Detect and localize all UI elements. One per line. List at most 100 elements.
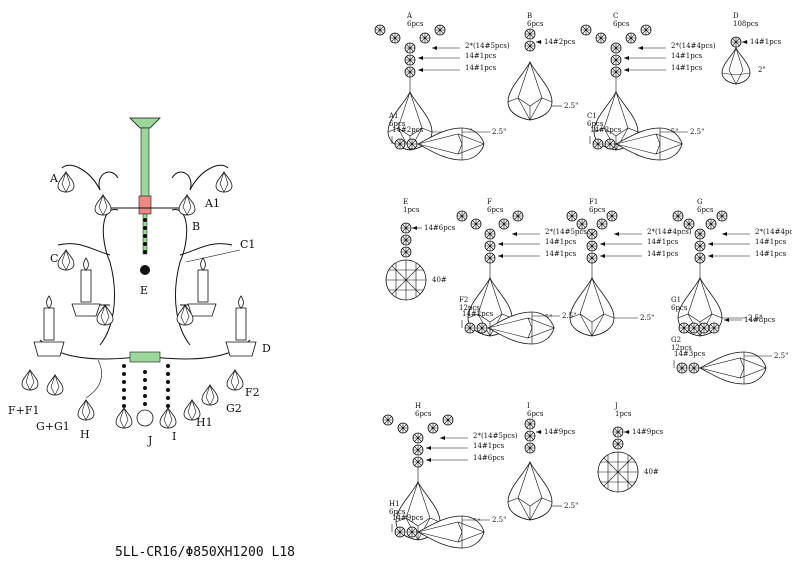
part-note: 14#9pcs: [632, 428, 664, 436]
part-size: 2.5": [564, 102, 578, 110]
part-note: 14#1pcs: [750, 38, 782, 46]
part-note: 14#1pcs: [545, 250, 577, 258]
part-note: 14#1pcs: [647, 238, 679, 246]
part-label: D: [733, 12, 739, 20]
label-h: H: [80, 428, 90, 441]
part-size: 2.5": [492, 516, 506, 524]
part-label: J: [614, 402, 618, 410]
part-size: 2.5": [562, 312, 576, 320]
part-note: 2*(14#4pcs): [671, 42, 716, 50]
label-a1: A1: [204, 197, 220, 210]
part-note: 14#1pcs: [671, 64, 703, 72]
part-size: 2.5": [492, 128, 506, 136]
part-note: 14#2pcs: [392, 126, 424, 134]
part-size: 2": [758, 66, 766, 74]
part-label: F1: [589, 198, 598, 206]
part-size: 40#: [432, 276, 447, 284]
part-note: 2*(14#5pcs): [545, 228, 590, 236]
part-note: 14#2pcs: [590, 126, 622, 134]
part-qty: 108pcs: [733, 20, 759, 28]
part-size: 2.5": [640, 314, 654, 322]
part-size: 2.5": [564, 502, 578, 510]
part-note: 2*(14#5pcs): [473, 432, 518, 440]
part-qty: 6pcs: [415, 410, 432, 418]
part-note: 14#1pcs: [755, 250, 787, 258]
part-label: C: [613, 12, 618, 20]
part-note: 2*(14#4pcs): [647, 228, 692, 236]
part-label: G: [697, 198, 703, 206]
part-note: 14#8pcs: [744, 316, 776, 324]
part-qty: 6pcs: [671, 304, 688, 312]
part-qty: 1pcs: [403, 206, 420, 214]
part-size: 40#: [644, 468, 659, 476]
part-note: 14#2pcs: [544, 38, 576, 46]
part-note: 14#1pcs: [755, 238, 787, 246]
part-label: G1: [671, 296, 681, 304]
part-qty: 12pcs: [671, 344, 692, 352]
label-f-f1: F+F1: [8, 404, 39, 417]
part-qty: 6pcs: [389, 120, 406, 128]
label-j: J: [147, 434, 152, 447]
label-e: E: [140, 284, 148, 297]
part-qty: 6pcs: [613, 20, 630, 28]
part-note: 14#1pcs: [465, 52, 497, 60]
part-note: 14#1pcs: [671, 52, 703, 60]
part-label: A: [406, 12, 413, 20]
part-label: B: [527, 12, 532, 20]
part-qty: 6pcs: [697, 206, 714, 214]
part-note: 14#6pcs: [473, 454, 505, 462]
part-label: A1: [388, 112, 399, 120]
label-g2: G2: [226, 402, 242, 415]
label-h1: H1: [196, 416, 213, 429]
part-note: 14#1pcs: [465, 64, 497, 72]
part-label: H1: [389, 500, 400, 508]
part-note: 14#3pcs: [674, 350, 706, 358]
part-note: 14#1pcs: [647, 250, 679, 258]
label-f2: F2: [245, 386, 260, 399]
part-label: G2: [671, 336, 681, 344]
part-qty: 6pcs: [389, 508, 406, 516]
chandelier-labels: A A1 B C C1 E D F2 F+F1 G+G1 H H1 G2 J I: [8, 172, 271, 447]
label-a: A: [49, 172, 59, 185]
part-qty: 6pcs: [589, 206, 606, 214]
part-note: 14#9pcs: [392, 514, 424, 522]
part-label: I: [527, 402, 530, 410]
label-i: I: [172, 430, 176, 443]
part-qty: 6pcs: [527, 20, 544, 28]
part-size: 2.5": [774, 352, 788, 360]
part-size: 2.5": [690, 128, 704, 136]
part-note: 14#2pcs: [462, 310, 494, 318]
part-note: 14#6pcs: [424, 224, 456, 232]
label-b: B: [192, 220, 200, 233]
label-d: D: [262, 342, 271, 355]
part-note: 2*(14#5pcs): [465, 42, 510, 50]
label-c1: C1: [240, 238, 255, 251]
part-note: 14#9pcs: [544, 428, 576, 436]
part-label: H: [415, 402, 421, 410]
part-qty: 1pcs: [615, 410, 632, 418]
part-label: F: [487, 198, 492, 206]
part-qty: 6pcs: [487, 206, 504, 214]
drawing-title: 5LL-CR16/Φ850XH1200 L18: [115, 545, 295, 560]
part-label: F2: [459, 296, 468, 304]
part-note: 14#1pcs: [473, 442, 505, 450]
part-note: 2*(14#4pcs): [755, 228, 792, 236]
part-qty: 6pcs: [587, 120, 604, 128]
parts-layer: A6pcs2*(14#5pcs)14#1pcs14#1pcs2.5"B6pcs1…: [374, 12, 792, 549]
chandelier-drawing: [21, 117, 257, 429]
part-note: 14#1pcs: [545, 238, 577, 246]
